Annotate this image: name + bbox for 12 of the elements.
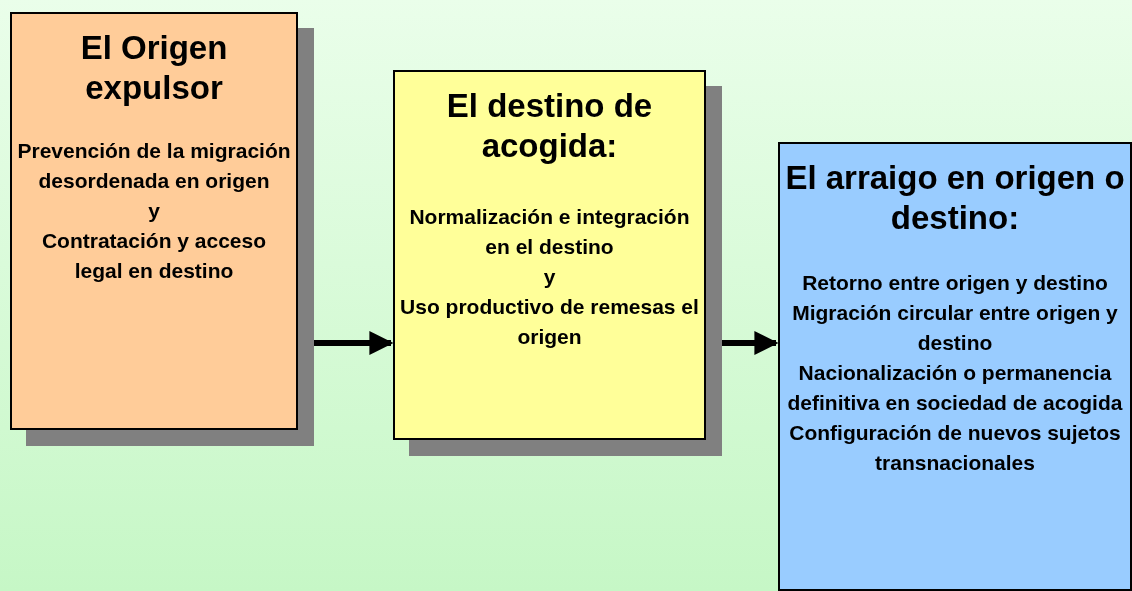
box-text: Retorno entre origen y destino [802,270,1108,296]
text-box [778,142,1132,591]
box-text: Configuración de nuevos sujetos transnacionales [788,420,1122,476]
box-text: y [148,198,160,224]
box-text: y [543,264,556,290]
box-text: Migración circular entre origen y destino [791,300,1119,356]
box-heading: El Origen expulsor [79,28,229,108]
box-text: Uso productivo de remesas el origen [399,294,700,350]
box-text: Nacionalización o permanencia definitiva en sociedad de acogida [786,360,1124,416]
box-heading: El destino de acogida: [445,86,654,166]
box-heading: El arraigo en origen o destino: [784,158,1126,238]
box-text: Contratación y acceso legal en destino [40,228,268,284]
